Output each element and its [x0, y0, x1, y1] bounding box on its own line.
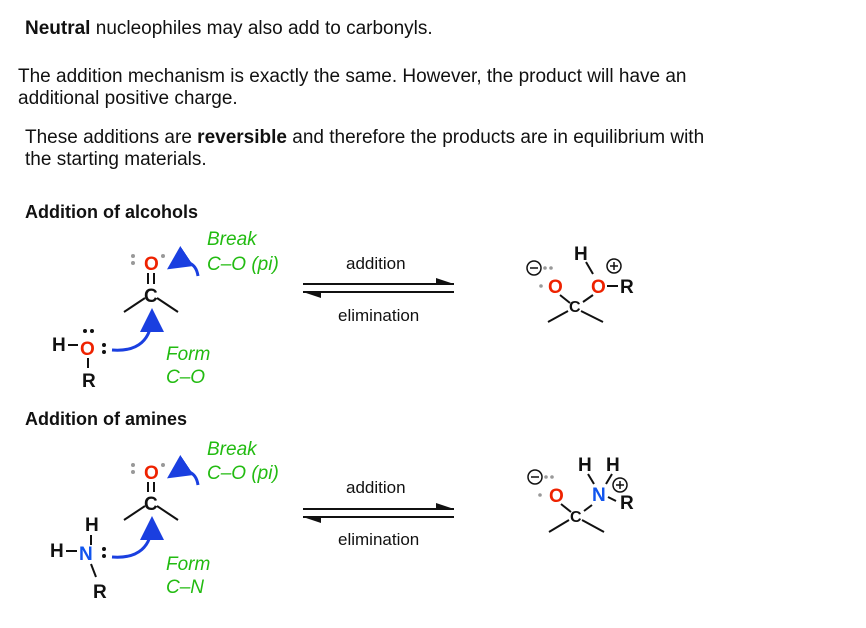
product-carbon: C	[569, 299, 581, 316]
lone-pair-dot	[161, 254, 165, 258]
intro-para-2-line-2: additional positive charge.	[18, 88, 238, 109]
break-arrow	[167, 455, 200, 486]
n-h-bond	[605, 473, 613, 485]
lone-pair-dot	[131, 254, 135, 258]
amine-hydrogen-top: H	[85, 515, 99, 536]
o-h-bond	[585, 261, 594, 275]
break-label-bond: C–O (pi)	[207, 463, 279, 484]
minus-charge-icon	[527, 469, 543, 485]
intro-para-2: The addition mechanism is exactly the sa…	[18, 66, 687, 110]
product-oxygen-minus: O	[549, 486, 564, 507]
carbonyl-oxygen: O	[144, 463, 159, 484]
o-c-bond	[560, 503, 572, 513]
substituent-bond	[156, 505, 179, 521]
forward-label: addition	[346, 478, 406, 497]
n-r-bond	[90, 563, 97, 578]
substituent-bond	[123, 505, 146, 521]
o-c-bond	[559, 294, 571, 304]
lone-pair-dot	[102, 547, 106, 551]
form-label: Form	[166, 344, 210, 365]
lone-pair-dot	[549, 266, 553, 270]
product-hydrogen: H	[574, 244, 588, 265]
form-label-bond: C–N	[166, 577, 204, 598]
substituent-bond	[580, 310, 604, 323]
forward-arrowhead	[436, 503, 454, 509]
amine-scheme: O C Break C–O (pi) H H N R Form C–N addi…	[50, 439, 634, 603]
n-r-bond	[607, 496, 617, 502]
lone-pair-dot	[544, 475, 548, 479]
lone-pair-dot	[539, 284, 543, 288]
lone-pair-dot	[131, 261, 135, 265]
product-hydrogen-1: H	[578, 455, 592, 476]
intro-para-3-line-2: the starting materials.	[25, 149, 207, 170]
lone-pair-dot	[550, 475, 554, 479]
lone-pair-dot	[83, 329, 87, 333]
substituent-bond	[548, 519, 570, 533]
carbonyl-oxygen: O	[144, 254, 159, 275]
intro-para-2-line-1: The addition mechanism is exactly the sa…	[18, 66, 687, 87]
reverse-arrowhead	[303, 292, 321, 298]
intro-bold-reversible: reversible	[197, 127, 287, 148]
reverse-label: elimination	[338, 306, 419, 325]
form-label: Form	[166, 554, 210, 575]
substituent-bond	[547, 310, 569, 323]
product-oxygen-plus: O	[591, 277, 606, 298]
product-oxygen-minus: O	[548, 277, 563, 298]
lone-pair-dot	[543, 266, 547, 270]
break-label-bond: C–O (pi)	[207, 254, 279, 275]
alcohol-r-group: R	[82, 371, 96, 392]
amine-hydrogen-left: H	[50, 541, 64, 562]
product-r-group: R	[620, 493, 634, 514]
minus-charge-icon	[526, 260, 542, 276]
heading-amines: Addition of amines	[25, 409, 187, 429]
carbonyl-carbon: C	[144, 286, 158, 307]
plus-charge-icon	[606, 258, 622, 274]
product-r-group: R	[620, 277, 634, 298]
amine-r-group: R	[93, 582, 107, 603]
forward-arrowhead	[436, 278, 454, 284]
lone-pair-dot	[102, 350, 106, 354]
lone-pair-dot	[90, 329, 94, 333]
forward-label: addition	[346, 254, 406, 273]
lone-pair-dot	[161, 463, 165, 467]
intro-line-1: Neutral nucleophiles may also add to car…	[25, 18, 433, 40]
lone-pair-dot	[102, 554, 106, 558]
product-hydrogen-2: H	[606, 455, 620, 476]
product-nitrogen-plus: N	[592, 485, 606, 506]
intro-para-3: These additions are reversible and there…	[25, 127, 704, 171]
form-arrow	[111, 308, 164, 352]
lone-pair-dot	[131, 470, 135, 474]
intro-para-3-pre: These additions are	[25, 127, 198, 148]
amine-nitrogen: N	[79, 544, 93, 565]
intro-para-3-line-1: These additions are reversible and there…	[25, 127, 704, 149]
break-label: Break	[207, 439, 258, 460]
n-h-bond	[587, 473, 595, 485]
break-arrow	[167, 246, 200, 277]
intro-line-1-rest: nucleophiles may also add to carbonyls.	[90, 18, 433, 39]
intro-bold-neutral: Neutral	[25, 18, 91, 39]
substituent-bond	[123, 297, 146, 313]
c-n-bond	[583, 504, 593, 512]
intro-para-3-post: and therefore the products are in equili…	[286, 127, 705, 148]
reverse-arrowhead	[303, 517, 321, 523]
substituent-bond	[156, 297, 179, 313]
substituent-bond	[581, 519, 605, 533]
break-label: Break	[207, 229, 258, 250]
alcohol-scheme: O C Break C–O (pi) H O R Form C–O additi…	[52, 229, 634, 392]
reverse-label: elimination	[338, 530, 419, 549]
lone-pair-dot	[538, 493, 542, 497]
plus-charge-icon	[612, 477, 628, 493]
heading-alcohols: Addition of alcohols	[25, 202, 198, 222]
carbonyl-carbon: C	[144, 494, 158, 515]
alcohol-hydrogen: H	[52, 335, 66, 356]
product-carbon: C	[570, 509, 582, 526]
form-arrow	[111, 516, 164, 559]
lone-pair-dot	[102, 343, 106, 347]
c-o-bond	[582, 294, 594, 303]
lone-pair-dot	[131, 463, 135, 467]
form-label-bond: C–O	[166, 367, 205, 388]
alcohol-oxygen: O	[80, 339, 95, 360]
